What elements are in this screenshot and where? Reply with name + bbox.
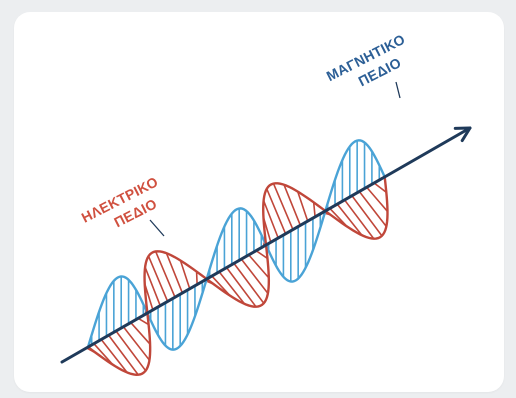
propagation-axis <box>62 128 470 362</box>
electric-hatch-line <box>274 184 293 230</box>
electric-hatch-line <box>241 259 268 293</box>
electric-hatch-line <box>267 189 286 234</box>
electric-hatch-line <box>145 267 160 305</box>
electric-hatch-line <box>156 251 175 297</box>
electric-hatch-line <box>249 255 269 278</box>
electric-hatch-line <box>123 327 149 360</box>
magnetic-field-wave <box>88 140 385 349</box>
electric-hatch-line <box>149 256 168 301</box>
magnetic-label-pointer <box>396 82 400 98</box>
magnetic-field-hatching <box>92 141 380 350</box>
electric-label-pointer <box>150 220 164 236</box>
electric-hatch-line <box>359 191 386 226</box>
electric-hatch-line <box>197 272 198 285</box>
